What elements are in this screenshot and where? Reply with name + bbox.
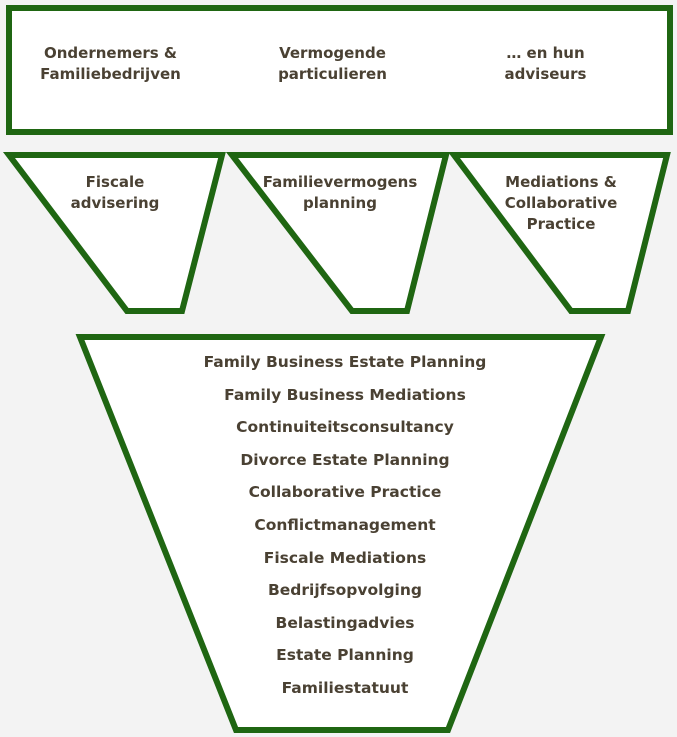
funnel-fiscale-label: Fiscale advisering	[40, 172, 190, 214]
list-item: Continuiteitsconsultancy	[236, 418, 454, 437]
top-group-vermogende-line1: Vermogende	[279, 44, 386, 62]
big-funnel-list: Family Business Estate Planning Family B…	[140, 349, 550, 708]
top-group-adviseurs: … en hun adviseurs	[463, 43, 628, 85]
list-item: Conflictmanagement	[254, 515, 436, 534]
funnel-familievermogens-line1: Familievermogens	[262, 173, 418, 191]
list-item: Fiscale Mediations	[263, 548, 427, 567]
funnel-mediations-label: Mediations & Collaborative Practice	[486, 172, 636, 235]
list-item: Estate Planning	[276, 646, 414, 665]
top-group-vermogende-line2: particulieren	[278, 65, 387, 83]
top-box	[6, 5, 673, 135]
list-item: Divorce Estate Planning	[240, 450, 450, 469]
top-group-vermogende: Vermogende particulieren	[250, 43, 415, 85]
list-item: Family Business Estate Planning	[203, 353, 487, 371]
funnel-familievermogens-line2: planning	[303, 194, 377, 212]
funnel-familievermogens	[225, 152, 450, 314]
funnel-fiscale	[2, 152, 226, 314]
funnel-mediations	[448, 152, 671, 314]
list-item: Familiestatuut	[281, 678, 409, 697]
top-group-ondernemers: Ondernemers & Familiebedrijven	[28, 43, 193, 85]
list-item: Bedrijfsopvolging	[267, 581, 422, 600]
funnel-fiscale-line1: Fiscale	[85, 173, 145, 191]
list-item: Belastingadvies	[275, 613, 415, 632]
big-funnel	[75, 334, 606, 733]
funnel-familievermogens-label: Familievermogens planning	[255, 172, 425, 214]
list-item: Collaborative Practice	[248, 483, 442, 502]
funnel-mediations-line1: Mediations &	[505, 173, 617, 191]
funnel-mediations-line2: Collaborative	[504, 194, 618, 212]
list-item: Family Business Mediations	[224, 385, 466, 404]
top-group-adviseurs-line2: adviseurs	[504, 65, 587, 83]
funnel-fiscale-line2: advisering	[70, 194, 160, 212]
top-group-adviseurs-line1: … en hun	[506, 44, 585, 62]
top-group-ondernemers-line2: Familiebedrijven	[40, 65, 181, 83]
top-group-ondernemers-line1: Ondernemers &	[43, 44, 178, 62]
funnel-mediations-line3: Practice	[526, 215, 596, 233]
